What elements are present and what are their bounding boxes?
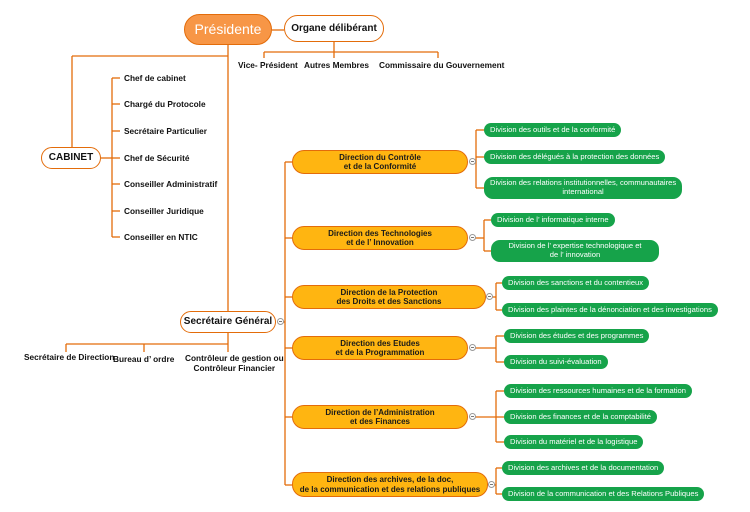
cabinet-item: Chef de Sécurité xyxy=(124,153,190,163)
collapse-toggle-icon[interactable] xyxy=(277,318,284,325)
division-node: Division des relations institutionnelles… xyxy=(484,177,683,199)
cabinet-item: Conseiller en NTIC xyxy=(124,232,198,242)
direction-name-line: Direction des Technologies xyxy=(328,228,432,238)
division-label: de l’ innovation xyxy=(549,250,601,259)
direction-name-line: et de la Conformité xyxy=(343,162,417,171)
collapse-toggle-icon[interactable] xyxy=(488,481,495,488)
organe-node: Organe délibérant xyxy=(284,15,384,42)
direction-name-line: et de la Programmation xyxy=(335,348,425,357)
cabinet-label: CABINET xyxy=(48,152,94,164)
cabinet-item: Secrétaire Particulier xyxy=(124,126,208,136)
secretariat-item: Contrôleur de gestion ou xyxy=(185,353,284,363)
division-label: Division du matériel et de la logistique xyxy=(510,436,638,446)
collapse-toggle-icon[interactable] xyxy=(469,158,476,165)
direction-name-line: Direction de la Protection xyxy=(340,287,438,297)
division-label: Division des finances et de la comptabil… xyxy=(510,411,651,421)
cabinet-item: Chef de cabinet xyxy=(124,73,186,83)
collapse-toggle-icon[interactable] xyxy=(486,293,493,300)
secretaire-general-node: Secrétaire Général xyxy=(180,311,276,333)
division-label: Division des relations institutionnelles… xyxy=(490,178,677,188)
division-label: Division de la communication et des Rela… xyxy=(508,488,699,498)
direction-name-line: des Droits et des Sanctions xyxy=(336,297,442,306)
direction-name-line: Direction du Contrôle xyxy=(339,152,421,162)
direction-name-line: et de l’ Innovation xyxy=(346,238,414,247)
organe-member-autres: Autres Membres xyxy=(304,60,370,70)
direction-name-line: Direction des Etudes xyxy=(340,338,420,348)
division-label: Division des outils et de la conformité xyxy=(490,124,616,134)
division-node: Division des sanctions et du contentieux xyxy=(502,276,650,290)
division-node: Division des archives et de la documenta… xyxy=(502,461,665,475)
division-node: Division des études et des programmes xyxy=(504,329,650,343)
direction-node: Direction des archives, de la doc,de la … xyxy=(292,472,488,497)
cabinet-item: Conseiller Juridique xyxy=(124,206,204,216)
division-node: Division des finances et de la comptabil… xyxy=(504,410,657,424)
division-label: international xyxy=(562,187,604,196)
division-label: Division de l’ informatique interne xyxy=(497,214,609,224)
organe-label: Organe délibérant xyxy=(291,22,377,34)
division-node: Division des ressources humaines et de l… xyxy=(504,384,693,398)
secretariat-item-controleur: Contrôleur de gestion ou Contrôleur Fina… xyxy=(185,353,284,374)
collapse-toggle-icon[interactable] xyxy=(469,344,476,351)
direction-name-line: Direction de l’Administration xyxy=(325,407,435,417)
secretariat-item: Bureau d’ ordre xyxy=(113,354,175,364)
cabinet-item: Chargé du Protocole xyxy=(124,99,206,109)
president-node: Présidente xyxy=(184,14,272,45)
cabinet-item: Conseiller Administratif xyxy=(124,179,218,189)
division-node: Division du matériel et de la logistique xyxy=(504,435,644,449)
direction-name-line: Direction des archives, de la doc, xyxy=(326,475,454,485)
division-label: Division des ressources humaines et de l… xyxy=(510,385,687,395)
division-node: Division des plaintes de la dénonciation… xyxy=(502,303,718,317)
direction-name-line: et des Finances xyxy=(349,417,411,426)
organe-member-vice-president: Vice- Président xyxy=(238,60,298,70)
division-label: Division du suivi-évaluation xyxy=(510,356,602,366)
division-label: Division de l’ expertise technologique e… xyxy=(508,241,642,251)
president-label: Présidente xyxy=(194,21,262,38)
division-node: Division de la communication et des Rela… xyxy=(502,487,705,501)
division-node: Division de l’ expertise technologique e… xyxy=(491,240,659,262)
division-node: Division du suivi-évaluation xyxy=(504,355,608,369)
division-node: Division des outils et de la conformité xyxy=(484,123,622,137)
direction-name-line: de la communication et des relations pub… xyxy=(299,484,481,494)
division-node: Division des délégués à la protection de… xyxy=(484,150,666,164)
division-label: Division des délégués à la protection de… xyxy=(490,151,660,161)
secretariat-item: Contrôleur Financier xyxy=(193,362,276,373)
secretaire-general-label: Secrétaire Général xyxy=(183,316,273,328)
division-node: Division de l’ informatique interne xyxy=(491,213,615,227)
division-label: Division des études et des programmes xyxy=(510,330,644,340)
cabinet-node: CABINET xyxy=(41,147,101,169)
organe-member-commissaire: Commissaire du Gouvernement xyxy=(379,60,505,70)
division-label: Division des sanctions et du contentieux xyxy=(508,277,644,287)
division-label: Division des archives et de la documenta… xyxy=(508,462,659,472)
collapse-toggle-icon[interactable] xyxy=(469,413,476,420)
division-label: Division des plaintes de la dénonciation… xyxy=(508,304,712,314)
collapse-toggle-icon[interactable] xyxy=(469,234,476,241)
secretariat-item: Secrétaire de Direction xyxy=(24,352,115,362)
